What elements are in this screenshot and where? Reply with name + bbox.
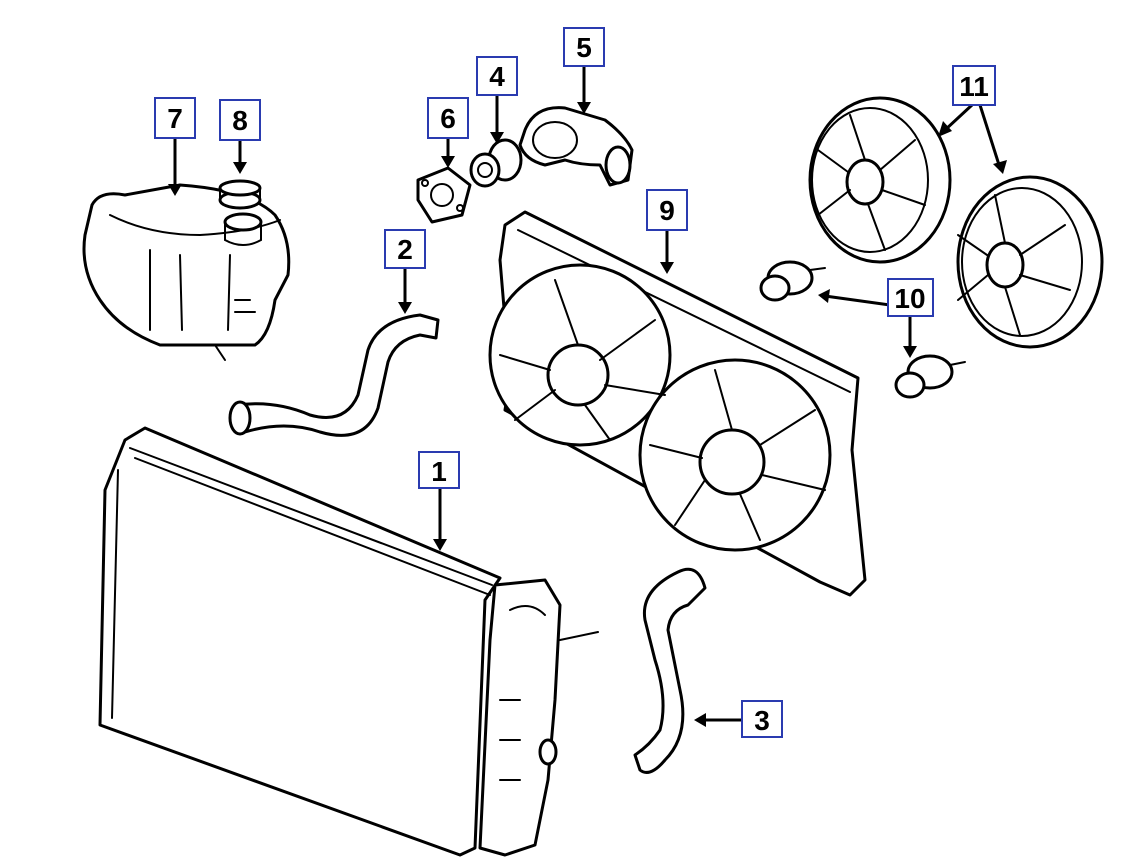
callout-8-label: 8 bbox=[232, 105, 248, 136]
callout-7: 7 bbox=[154, 97, 196, 139]
callout-10: 10 bbox=[887, 278, 934, 317]
callout-3: 3 bbox=[741, 700, 783, 738]
callout-2: 2 bbox=[384, 229, 426, 269]
reservoir-cap-part bbox=[218, 179, 262, 210]
thermostat-housing-part bbox=[518, 106, 634, 187]
callout-9: 9 bbox=[646, 189, 688, 231]
callout-11: 11 bbox=[952, 65, 996, 106]
thermostat-part bbox=[469, 138, 523, 188]
radiator-part bbox=[98, 426, 599, 857]
callout-6-label: 6 bbox=[440, 103, 456, 134]
callout-1: 1 bbox=[418, 451, 460, 489]
fan-shroud-part bbox=[488, 210, 867, 597]
callout-2-label: 2 bbox=[397, 234, 413, 265]
callout-7-label: 7 bbox=[167, 103, 183, 134]
fan-motor-part bbox=[759, 260, 966, 399]
upper-hose-part bbox=[228, 313, 440, 437]
callout-8: 8 bbox=[219, 99, 261, 141]
gasket-part bbox=[416, 166, 472, 224]
fan-blades-part bbox=[808, 96, 1104, 349]
coolant-reservoir-part bbox=[82, 183, 291, 361]
callout-6: 6 bbox=[427, 97, 469, 139]
callout-3-label: 3 bbox=[754, 705, 770, 736]
callout-11-label: 11 bbox=[959, 71, 989, 102]
callout-5: 5 bbox=[563, 27, 605, 67]
lower-hose-part bbox=[633, 567, 707, 774]
leader-lines bbox=[168, 66, 1007, 727]
callout-5-label: 5 bbox=[576, 32, 592, 63]
callout-1-label: 1 bbox=[431, 456, 447, 487]
callout-9-label: 9 bbox=[659, 195, 675, 226]
callout-10-label: 10 bbox=[894, 283, 925, 314]
callout-4: 4 bbox=[476, 56, 518, 96]
callout-4-label: 4 bbox=[489, 61, 505, 92]
